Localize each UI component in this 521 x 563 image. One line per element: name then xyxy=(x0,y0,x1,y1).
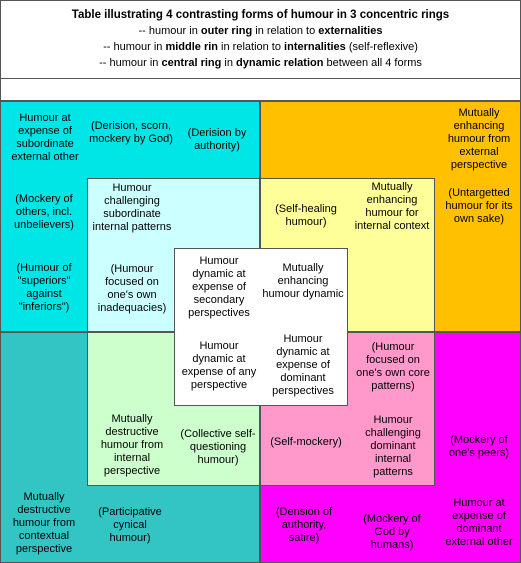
outer-tl-heading: Humour at expense of subordinate externa… xyxy=(11,112,79,163)
outer-br-heading: Humour at expense of dominant external o… xyxy=(445,497,513,548)
outer-tl-example-derision-god: (Derision, scorn, mockery by God) xyxy=(89,120,173,145)
outer-br-example-dension: (Dension of authority, satire) xyxy=(275,506,333,544)
middle-br-example-self-mockery: (Self-mockery) xyxy=(270,436,342,448)
center-tr-text: Mutually enhancing humour dynamic xyxy=(262,262,344,300)
outer-tl-example-superiors: (Humour of "superiors" against "inferior… xyxy=(16,262,72,313)
outer-tr-heading: Mutually enhancing humour from external … xyxy=(447,107,511,171)
central-ring xyxy=(174,248,348,406)
center-br-text: Humour dynamic at expense of dominant pe… xyxy=(272,333,334,397)
center-bl-text: Humour dynamic at expense of any perspec… xyxy=(181,340,257,391)
outer-tl-example-derision-authority: (Derision by authority) xyxy=(187,127,247,152)
header-line-outer: -- humour in outer ring in relation to e… xyxy=(138,25,383,37)
middle-tr-example-self-healing: (Self-healing humour) xyxy=(275,203,337,228)
middle-br-example-core-patterns: (Humour focused on one's own core patter… xyxy=(356,341,430,392)
header-spacer-row xyxy=(0,79,521,101)
diagram-header: Table illustrating 4 contrasting forms o… xyxy=(0,0,521,79)
outer-tl-example-mockery-others: (Mockery of others, incl. unbelievers) xyxy=(14,193,74,231)
diagram-title: Table illustrating 4 contrasting forms o… xyxy=(71,9,450,21)
outer-bl-example-participative: (Participative cynical humour) xyxy=(98,506,162,544)
middle-br-heading: Humour challenging dominant internal pat… xyxy=(365,414,421,478)
header-line-central: -- humour in central ring in dynamic rel… xyxy=(99,57,422,69)
middle-bl-heading: Mutually destructive humour from interna… xyxy=(100,413,164,477)
header-line-middle: -- humour in middle rin in relation to i… xyxy=(103,41,418,53)
outer-bl-heading: Mutually destructive humour from context… xyxy=(12,491,76,555)
outer-br-example-mockery-god: (Mockery of God by humans) xyxy=(363,513,421,551)
middle-tl-heading: Humour challenging subordinate internal … xyxy=(92,182,172,233)
middle-tl-example-inadequacies: (Humour focused on one's own inadequacie… xyxy=(97,263,167,314)
outer-br-example-mockery-peers: (Mockery of one's peers) xyxy=(448,434,510,459)
outer-tr-example-untargetted: (Untargetted humour for its own sake) xyxy=(445,187,513,225)
middle-bl-example-collective: (Collective self-questioning humour) xyxy=(180,428,256,466)
center-tl-text: Humour dynamic at expense of secondary p… xyxy=(188,255,250,319)
middle-tr-heading: Mutually enhancing humour for internal c… xyxy=(354,181,430,232)
